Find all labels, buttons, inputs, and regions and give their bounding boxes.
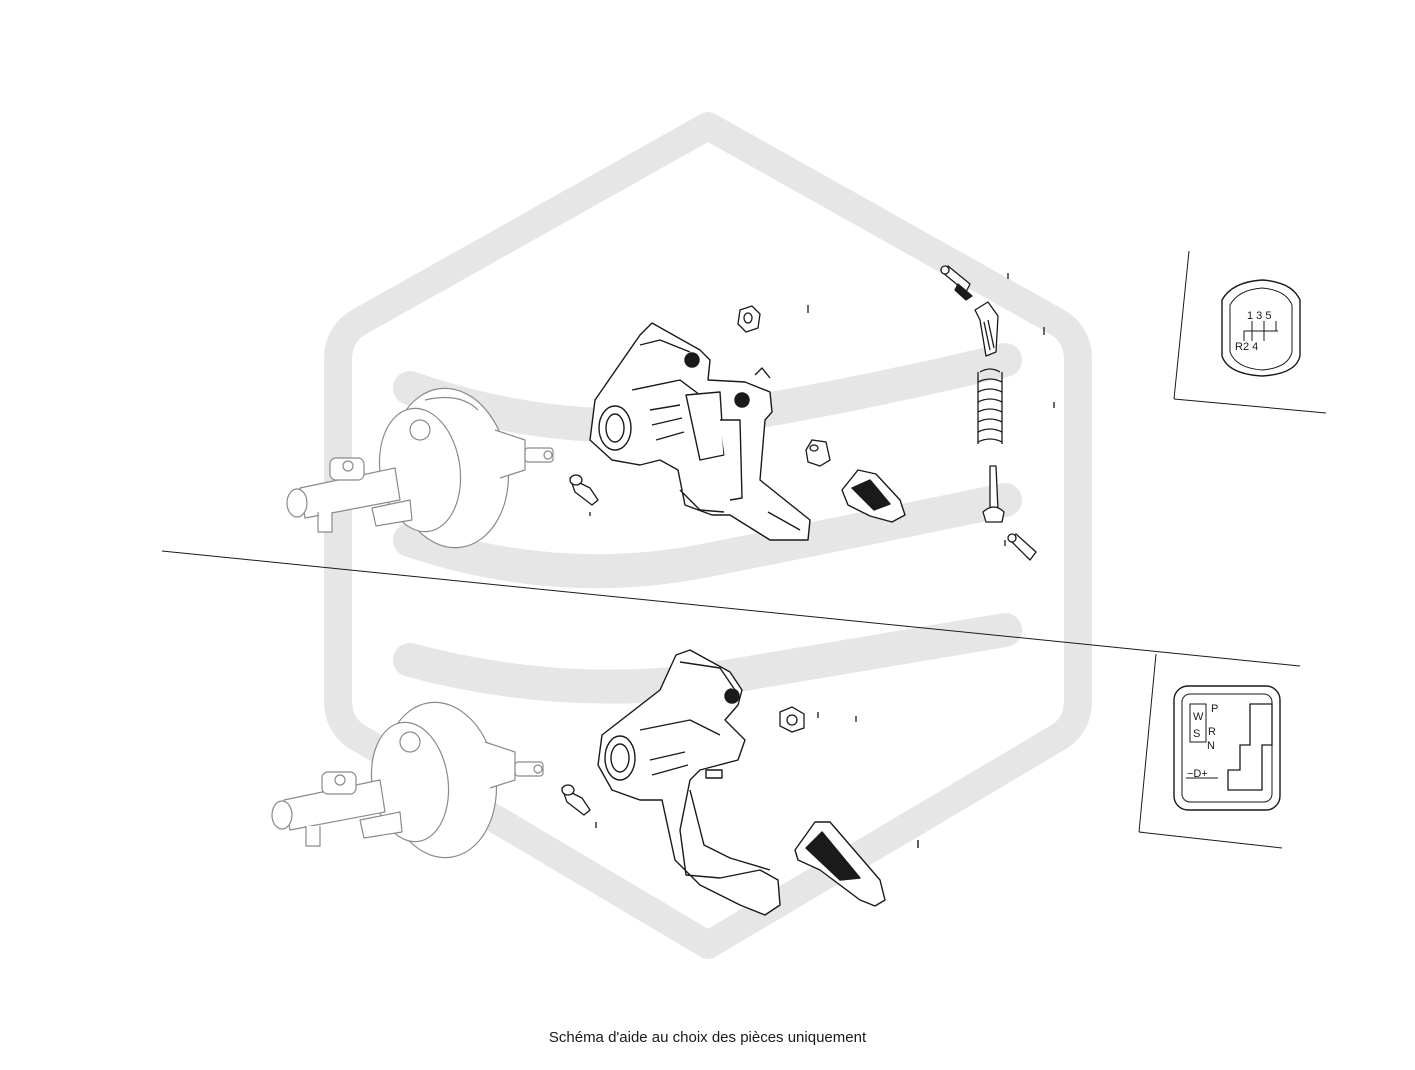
brake-booster-bottom (272, 695, 543, 865)
nut-top (738, 305, 808, 332)
manual-gearbox-icon: 1 3 5 R2 4 (1221, 279, 1301, 377)
auto-gear-w: W (1193, 711, 1204, 723)
brake-booster-top (287, 381, 553, 556)
pivot-bolt-top (570, 475, 598, 516)
manual-gearbox-bottom-row: R2 4 (1235, 341, 1258, 353)
nut-bottom (780, 707, 856, 732)
auto-gear-s: S (1193, 728, 1200, 740)
pivot-bolt-bottom (562, 785, 596, 828)
spring-assembly (941, 266, 1054, 560)
pedal-pad-bottom (795, 822, 918, 906)
auto-gear-n: N (1207, 740, 1215, 752)
bushing-top (806, 440, 830, 466)
auto-gear-r: R (1208, 726, 1216, 738)
pedal-pad-top (842, 470, 905, 522)
manual-gearbox-top-row: 1 3 5 (1247, 310, 1271, 322)
watermark-logo (324, 112, 1092, 959)
pedal-box-bracket-top (590, 323, 810, 540)
automatic-gearbox-icon: P R N W S −D+ (1173, 685, 1281, 811)
auto-gear-p: P (1211, 703, 1218, 715)
pedal-box-bracket-bottom (598, 650, 780, 915)
auto-gear-d: −D+ (1187, 768, 1208, 780)
diagram-caption: Schéma d'aide au choix des pièces unique… (548, 1029, 867, 1046)
separator-lines (161, 250, 1327, 849)
